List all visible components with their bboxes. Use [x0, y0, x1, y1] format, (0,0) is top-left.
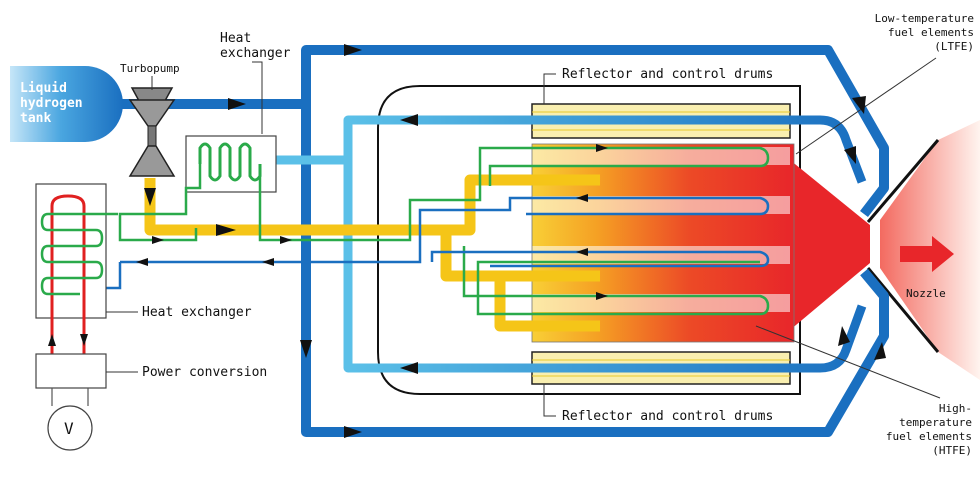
arrow-left-icon — [136, 258, 148, 266]
ltfe-band — [532, 147, 790, 165]
arrow-down-icon — [144, 188, 156, 206]
arrow-left-icon — [262, 258, 274, 266]
arrow-right-icon — [152, 236, 164, 244]
htfe-label-2: temperature — [899, 416, 972, 429]
tank-label-line1: Liquid — [20, 81, 67, 96]
htfe-label-3: fuel elements — [886, 430, 972, 443]
turbopump-turbine — [128, 145, 176, 177]
outer-coolant-loop-lower — [301, 105, 889, 437]
htfe-label-1: High- — [939, 402, 972, 415]
heat-exchanger-top-label-2: exchanger — [220, 46, 291, 61]
ltfe-label-1: Low-temperature — [875, 12, 974, 25]
light-blue-return-line — [343, 115, 867, 248]
green-loop-3 — [462, 246, 770, 316]
turbopump-label: Turbopump — [120, 62, 180, 75]
arrow-left-icon — [576, 194, 588, 202]
arrow-up-icon — [838, 326, 850, 346]
arrow-down-icon — [80, 334, 88, 346]
arrow-up-icon — [874, 342, 886, 360]
reflector-bottom-label: Reflector and control drums — [562, 409, 773, 424]
arrow-right-icon — [344, 426, 362, 438]
arrow-right-icon — [280, 236, 292, 244]
arrow-down-icon — [852, 96, 866, 114]
reflector-top-label: Reflector and control drums — [562, 67, 773, 82]
power-conversion-label: Power conversion — [142, 365, 267, 380]
turbopump-shaft — [147, 125, 157, 147]
power-conversion-box — [35, 353, 107, 389]
heat-exchanger-left-box — [35, 183, 107, 319]
nozzle-arrow — [900, 236, 954, 272]
reactor-core — [532, 144, 794, 342]
arrow-right-icon — [216, 224, 236, 236]
arrow-left-icon — [576, 248, 588, 256]
arrow-right-icon — [596, 292, 608, 300]
arrow-down-icon — [300, 340, 312, 358]
turbopump-pump — [128, 99, 176, 127]
green-loop — [118, 164, 202, 242]
heat-exchanger-top-coil — [198, 142, 262, 182]
voltmeter-label: V — [64, 419, 74, 438]
nozzle-label: Nozzle — [906, 287, 946, 300]
arrow-left-icon — [400, 114, 418, 126]
green-loop-2 — [258, 146, 770, 242]
ltfe-label-2: fuel elements — [888, 26, 974, 39]
light-blue-return-line-lower — [343, 248, 867, 373]
core-exhaust-chevron — [790, 160, 870, 330]
nozzle-wall-bottom — [866, 267, 940, 353]
heat-exchanger-left-label: Heat exchanger — [142, 305, 252, 320]
heat-exchanger-top-label-1: Heat — [220, 31, 251, 46]
reactor-vessel — [377, 85, 801, 395]
blue-loop-2 — [120, 196, 770, 264]
heat-exchanger-left-coil — [40, 212, 118, 296]
heat-exchanger-left-red-loop — [50, 194, 86, 360]
ltfe-band — [532, 196, 790, 214]
arrow-right-icon — [344, 44, 362, 56]
htfe-label-4: (HTFE) — [932, 444, 972, 457]
nozzle-wall-top — [866, 139, 940, 223]
arrow-up-icon — [48, 334, 56, 346]
arrow-right-icon — [228, 98, 246, 110]
ltfe-label-3: (LTFE) — [934, 40, 974, 53]
arrow-down-icon — [844, 146, 856, 164]
arrow-right-icon — [596, 144, 608, 152]
tank-label-line3: tank — [20, 111, 51, 126]
flow-arrows — [48, 44, 886, 438]
hot-branch-low — [494, 276, 600, 332]
ltfe-band — [532, 246, 790, 264]
liquid-hydrogen-tank — [10, 66, 123, 142]
voltmeter — [47, 405, 93, 451]
blue-loop-3 — [430, 250, 770, 268]
tank-label-line2: hydrogen — [20, 96, 83, 111]
arrow-left-icon — [400, 362, 418, 374]
